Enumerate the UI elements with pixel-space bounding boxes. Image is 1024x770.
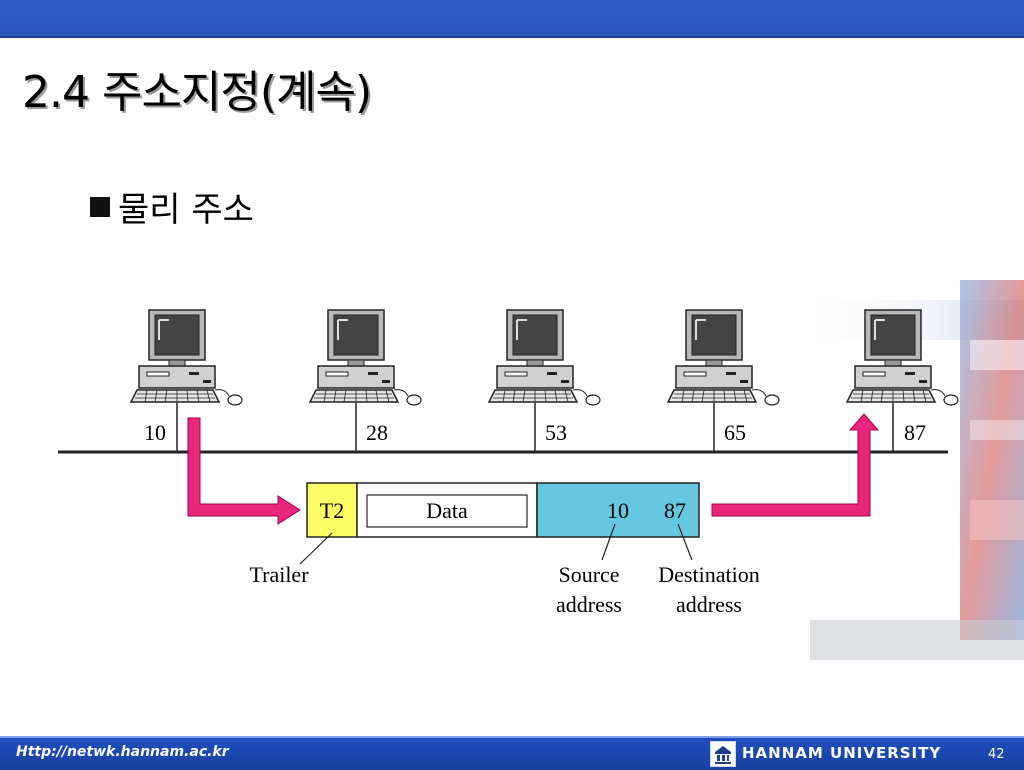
- top-title-bar: [0, 0, 1024, 38]
- computer-87-icon: [846, 309, 959, 406]
- footer-url[interactable]: Http://netwk.hannam.ac.kr: [16, 744, 229, 760]
- station-address-label: 28: [366, 420, 388, 445]
- university-logo-icon: [710, 741, 736, 767]
- data-field-text: Data: [426, 498, 468, 523]
- slide-title: 2.4 주소지정(계속): [22, 67, 372, 118]
- trailer-label: Trailer: [249, 562, 309, 587]
- station-address-label: 10: [144, 420, 166, 445]
- station-drop-lines: [176, 403, 894, 452]
- computer-53-icon: [488, 309, 601, 406]
- destination-label-line2: address: [676, 592, 742, 617]
- destination-label-line1: Destination: [658, 562, 759, 587]
- bullet-item: 물리 주소: [90, 182, 254, 231]
- station-address-label: 53: [545, 420, 567, 445]
- data-field-inner: [366, 494, 528, 528]
- outgoing-frame-arrow: [187, 417, 301, 525]
- destination-address-value: 87: [664, 498, 686, 523]
- station-address-label: 65: [724, 420, 746, 445]
- square-bullet-icon: [90, 196, 110, 217]
- header-field: [536, 482, 700, 538]
- source-label-line2: address: [556, 592, 622, 617]
- source-address-value: 10: [607, 498, 629, 523]
- station-address-label: 87: [904, 420, 926, 445]
- trailer-field: [306, 482, 358, 538]
- bullet-text: 물리 주소: [118, 190, 254, 230]
- computer-65-icon: [667, 309, 780, 406]
- computer-10-icon: [130, 309, 243, 406]
- computer-28-icon: [309, 309, 422, 406]
- pointer-lines: [299, 523, 693, 565]
- trailer-field-text: T2: [320, 498, 344, 523]
- source-label-line1: Source: [558, 562, 619, 587]
- page-number: 42: [988, 747, 1005, 762]
- footer-bar: Http://netwk.hannam.ac.kr HANNAM UNIVERS…: [0, 736, 1024, 770]
- incoming-frame-arrow: [711, 413, 880, 517]
- university-name: HANNAM UNIVERSITY: [742, 744, 942, 762]
